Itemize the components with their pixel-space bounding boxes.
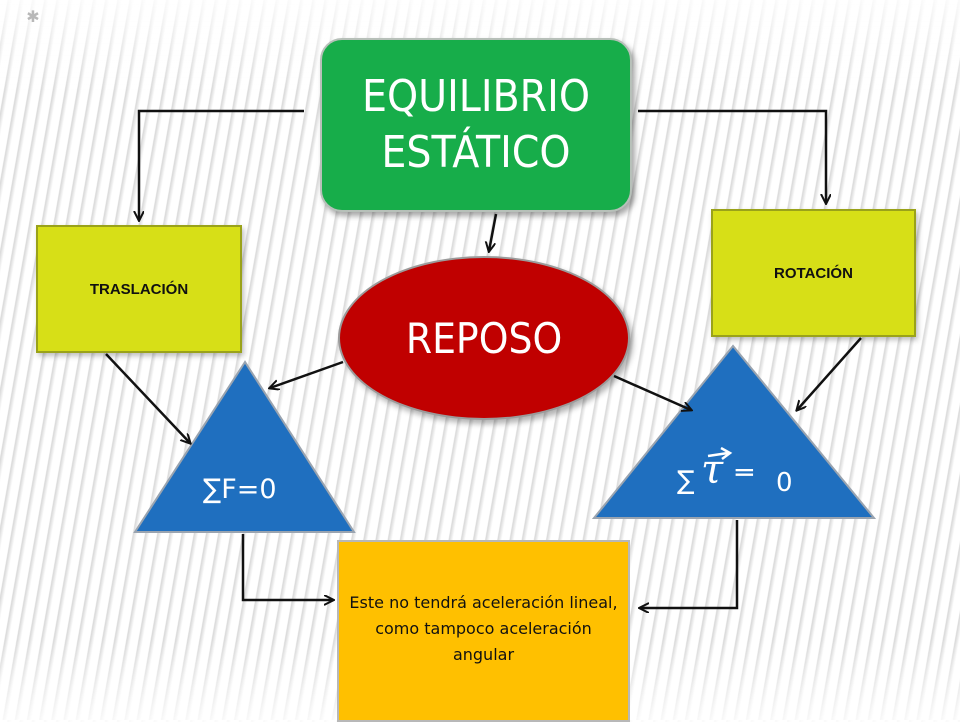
arrow-reposo-to-force <box>270 360 344 388</box>
arrow-title-to-rotacion <box>638 109 826 203</box>
title-box: EQUILIBRIO ESTÁTICO <box>320 38 632 212</box>
traslacion-box: TRASLACIÓN <box>36 225 242 353</box>
torque-triangle <box>591 344 877 519</box>
arrow-title-to-reposo <box>489 213 498 251</box>
torque-tau-letter: τ <box>701 447 724 493</box>
reposo-ellipse: REPOSO <box>338 256 630 420</box>
vector-arrow-icon <box>707 447 733 460</box>
slide-marker-icon: ✱ <box>26 7 40 26</box>
force-equation: ∑F=0 <box>203 474 277 505</box>
torque-sum-symbol: ∑ <box>677 466 695 496</box>
arrow-torque-to-result <box>640 520 739 608</box>
arrow-title-to-traslacion <box>139 109 304 220</box>
torque-equals-sign: ═ <box>736 456 753 489</box>
force-triangle <box>133 360 356 533</box>
arrow-reposo-to-torque <box>613 374 691 410</box>
rotacion-box: ROTACIÓN <box>711 209 916 337</box>
arrow-traslacion-to-force <box>105 353 190 443</box>
arrow-rotacion-to-torque <box>797 337 862 410</box>
torque-vector-symbol: τ <box>701 447 733 493</box>
torque-zero: 0 <box>776 468 793 498</box>
result-box: Este no tendrá aceleración lineal, como … <box>337 540 630 722</box>
arrow-force-to-result <box>241 534 333 600</box>
